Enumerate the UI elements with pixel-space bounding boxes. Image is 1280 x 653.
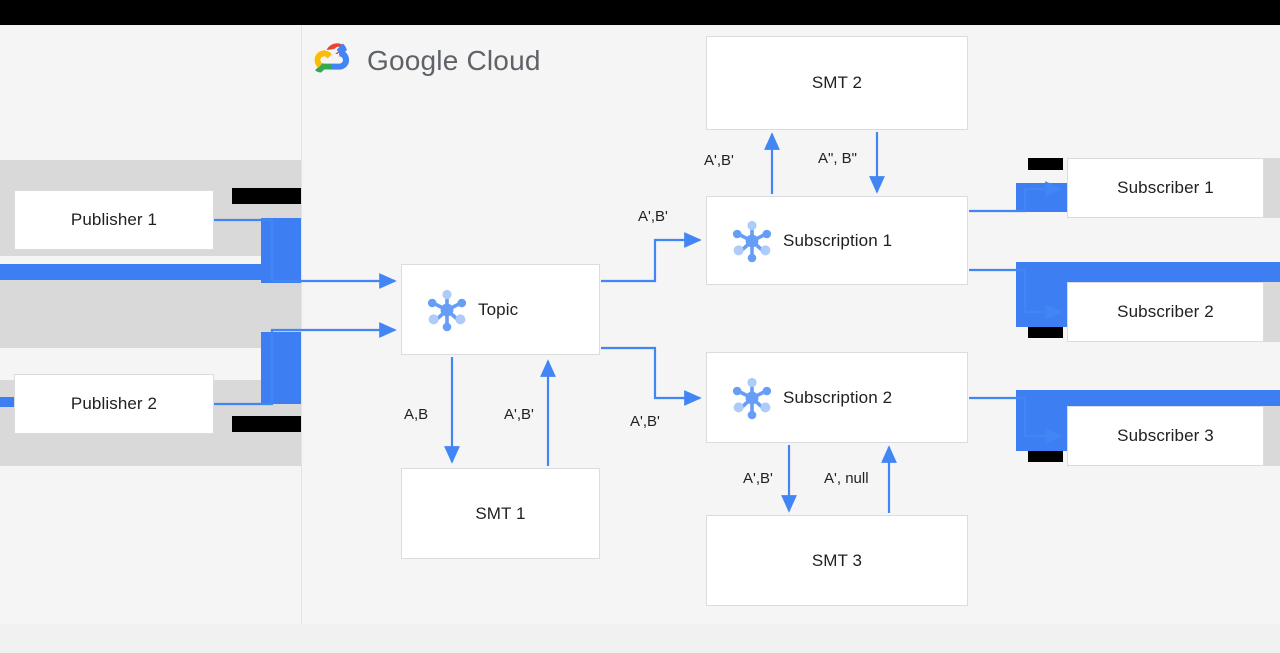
capture-artifact [1264,158,1280,218]
node-subscriber-1[interactable]: Subscriber 1 [1067,158,1264,218]
node-label: Publisher 2 [70,394,158,413]
brand-lockup: Google Cloud [310,43,541,79]
pubsub-icon [732,220,772,262]
node-smt-3[interactable]: SMT 3 [706,515,968,606]
capture-artifact [1016,282,1068,327]
capture-artifact [1016,390,1280,406]
capture-artifact [0,397,14,407]
node-label: Subscriber 3 [1117,426,1214,445]
edge-label-subscription-1-to-smt-2: A',B' [704,152,734,169]
capture-artifact [0,256,301,267]
capture-artifact [1264,282,1280,342]
edge-label-smt-2-to-subscription-1: A", B" [818,150,857,167]
edge-label-topic-to-smt-1: A,B [404,406,429,423]
node-label: SMT 2 [811,73,863,92]
node-label: Subscriber 2 [1117,302,1214,321]
capture-artifact [0,264,261,280]
node-subscription-1[interactable]: Subscription 1 [706,196,968,285]
brand-name: Google Cloud [367,45,541,76]
capture-artifact [1028,326,1063,338]
node-smt-1[interactable]: SMT 1 [401,468,600,559]
node-label: Publisher 1 [70,210,158,229]
capture-artifact [232,416,301,432]
node-label: Topic [478,299,519,319]
node-label: SMT 1 [475,503,526,523]
google-cloud-logo-icon [314,43,350,73]
pubsub-icon [732,377,772,419]
capture-artifact [0,306,301,348]
pubsub-icon [427,289,467,331]
node-label: SMT 3 [811,550,863,570]
capture-artifact [1264,406,1280,466]
node-smt-2[interactable]: SMT 2 [706,36,968,130]
capture-artifact [1016,262,1280,282]
edge-label-subscription-2-to-smt-3: A',B' [743,470,773,487]
edge-label-topic-to-subscription-2: A',B' [630,413,660,430]
edge-label-topic-to-subscription-1: A',B' [638,208,668,225]
node-subscriber-3[interactable]: Subscriber 3 [1067,406,1264,466]
capture-artifact [1016,406,1068,451]
node-label: Subscriber 1 [1117,178,1214,197]
capture-artifact [232,188,301,204]
node-label: Subscription 1 [783,230,893,250]
node-subscriber-2[interactable]: Subscriber 2 [1067,282,1264,342]
capture-artifact [1016,183,1068,212]
capture-artifact [261,218,301,283]
bottom-strip [0,624,1280,653]
capture-artifact [261,332,301,404]
node-publisher-2[interactable]: Publisher 2 [14,374,214,434]
capture-artifact [1028,450,1063,462]
top-black-bar [0,0,1280,25]
edge-label-smt-3-to-subscription-2: A', null [824,470,869,487]
node-topic[interactable]: Topic [401,264,600,355]
edge-label-smt-1-to-topic: A',B' [504,406,534,423]
node-subscription-2[interactable]: Subscription 2 [706,352,968,443]
capture-artifact [1028,158,1063,170]
node-publisher-1[interactable]: Publisher 1 [14,190,214,250]
node-label: Subscription 2 [783,387,893,407]
